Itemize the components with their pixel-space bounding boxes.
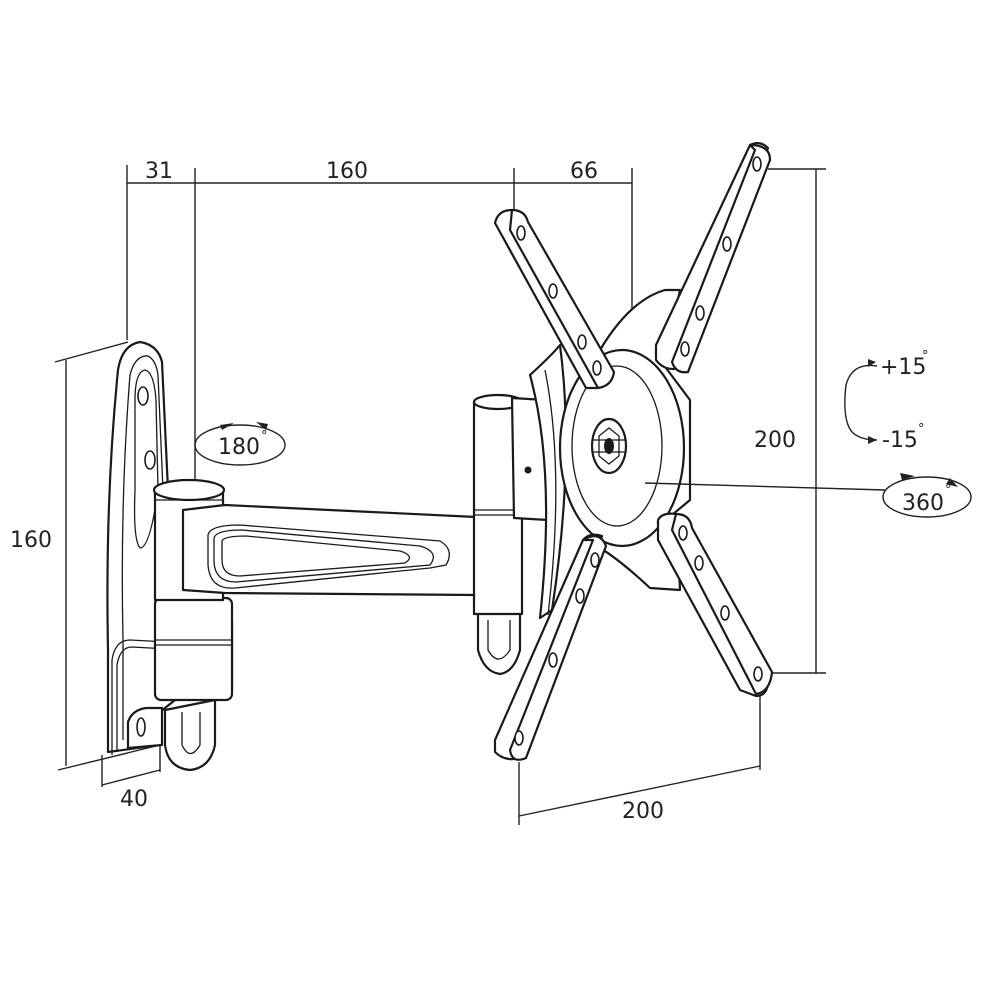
top-dimension-group: 31 160 66	[126, 159, 633, 480]
wall-plate-hole-mid	[144, 450, 156, 470]
vesa-cross-plate	[493, 141, 886, 761]
dim-31-label: 31	[145, 159, 173, 184]
head-swivel-joint	[472, 393, 550, 676]
tilt-up-label: +15	[880, 355, 926, 380]
dim-200-horizontal-label: 200	[622, 799, 664, 824]
left-dimension-group: 160	[10, 341, 161, 771]
swivel-180-indicator: 180 °	[194, 422, 286, 466]
bottom-left-dimension-group: 40	[101, 745, 161, 812]
dim-160-left-label: 160	[10, 528, 52, 553]
rotation-360-label: 360	[902, 491, 944, 516]
vesa-arm-bottom-right	[656, 512, 774, 698]
rotation-180-label: 180	[218, 435, 260, 460]
dim-160-top-label: 160	[326, 159, 368, 184]
wall-plate-hole-top	[137, 386, 149, 406]
tilt-bracket	[528, 343, 568, 620]
center-hub-boss	[590, 417, 628, 475]
degree-symbol: °	[261, 429, 268, 444]
articulating-arm	[181, 503, 478, 597]
dim-200-vertical-label: 200	[754, 428, 796, 453]
vesa-arm-top-left	[493, 208, 616, 390]
wall-plate-hole-bottom	[136, 717, 146, 737]
right-vesa-vertical-dimension: 200	[754, 168, 826, 674]
tilt-indicator: +15 ° -15 °	[844, 349, 929, 453]
tilt-down-label: -15	[882, 428, 918, 453]
vesa-arm-bottom-left	[493, 533, 608, 761]
set-screw	[524, 466, 532, 474]
degree-symbol: °	[945, 483, 952, 498]
bottom-vesa-horizontal-dimension: 200	[518, 695, 761, 825]
dim-40-label: 40	[120, 787, 148, 812]
degree-symbol: °	[918, 422, 925, 437]
rotation-360-indicator: 360 °	[882, 473, 972, 518]
degree-symbol: °	[922, 349, 929, 364]
vesa-arm-top-right	[654, 141, 772, 374]
dim-66-label: 66	[570, 159, 598, 184]
